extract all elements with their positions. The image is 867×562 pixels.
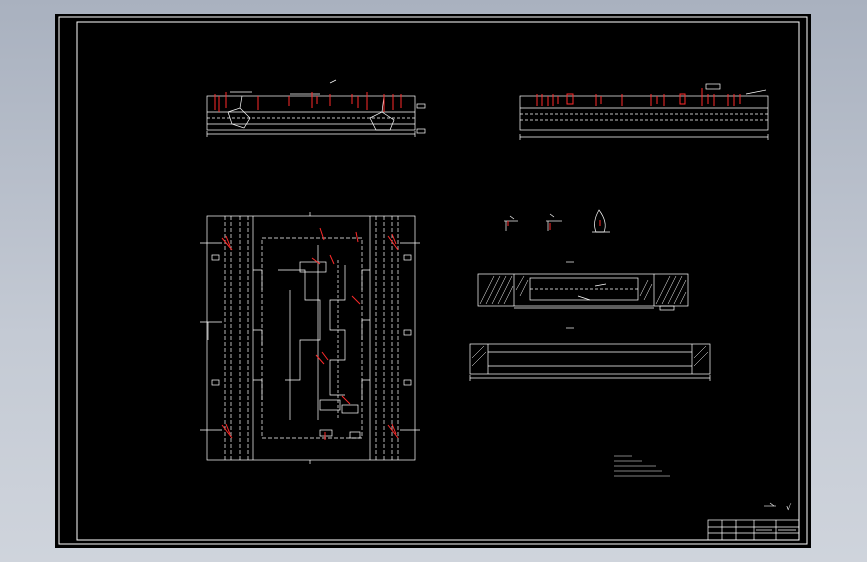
roughness-glyph: √ xyxy=(786,503,792,512)
section-b-hatching xyxy=(471,345,709,367)
section-b-view[interactable] xyxy=(469,327,711,381)
technical-notes xyxy=(614,455,670,477)
top-right-elevation-highlights xyxy=(536,88,741,106)
section-a-view[interactable] xyxy=(477,261,689,311)
sheet-border-outer xyxy=(58,16,808,545)
top-left-elevation-view[interactable] xyxy=(206,79,426,137)
drawing-frame xyxy=(76,21,800,541)
drawing-sheet xyxy=(55,14,811,548)
plan-view[interactable] xyxy=(200,212,420,464)
detail-symbols[interactable] xyxy=(504,209,610,233)
section-a-hatching xyxy=(479,275,687,305)
detail-symbols-highlights xyxy=(507,220,601,230)
roughness-symbol: √ xyxy=(764,502,792,512)
top-right-elevation-view[interactable] xyxy=(519,83,769,140)
plan-view-highlights xyxy=(221,227,399,440)
title-block[interactable] xyxy=(707,519,800,541)
top-left-elevation-highlights xyxy=(214,92,402,112)
